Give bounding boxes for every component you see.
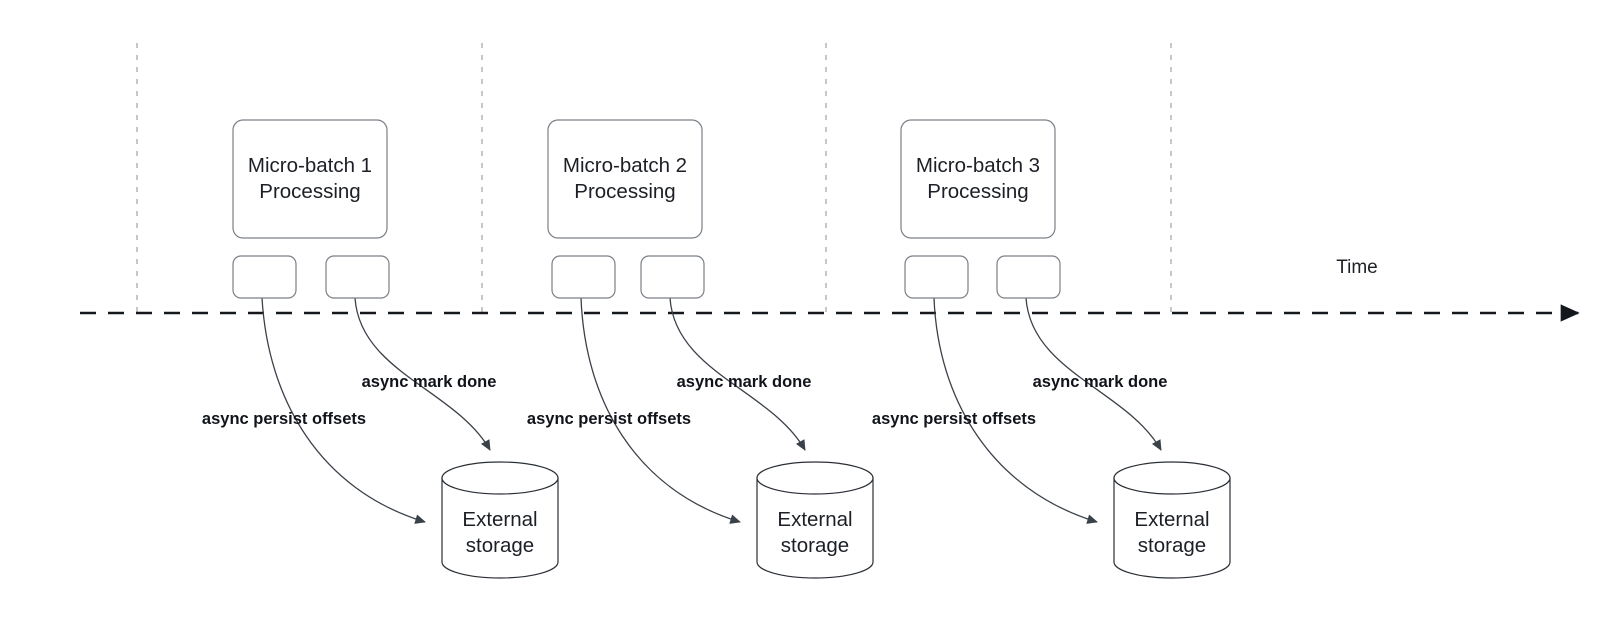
edge-group <box>261 297 1162 524</box>
microbatch-title-line1-2: Micro-batch 2 <box>563 154 687 177</box>
external-storage-1-label-line1: External <box>462 508 537 531</box>
external-storage-2-label-line2: storage <box>781 534 849 557</box>
persist-offsets-2-arrow <box>580 297 741 524</box>
microbatch-title-line2-2: Processing <box>574 180 675 203</box>
mark-done-3-label: async mark done <box>1033 373 1168 391</box>
external-storage-2-body[interactable] <box>756 477 874 579</box>
external-storage-3-body[interactable] <box>1113 477 1231 579</box>
persist-offsets-3-arrow <box>933 297 1098 524</box>
external-storage-2-top-ellipse <box>756 461 874 495</box>
task-box-1-2[interactable] <box>325 255 390 299</box>
external-storage-3-label-line2: storage <box>1138 534 1206 557</box>
task-box-3-1[interactable] <box>904 255 969 299</box>
mark-done-3-arrow <box>1025 297 1162 451</box>
microbatch-box-2[interactable] <box>547 119 703 239</box>
microbatch-title-line2-3: Processing <box>927 180 1028 203</box>
external-storage-2-label-line1: External <box>777 508 852 531</box>
time-axis-label: Time <box>1336 257 1378 278</box>
microbatch-title-line2-1: Processing <box>259 180 360 203</box>
external-storage-1-body[interactable] <box>441 477 559 579</box>
mark-done-1-label: async mark done <box>362 373 497 391</box>
timeline-tick-group <box>136 43 1172 318</box>
microbatch-title-line1-3: Micro-batch 3 <box>916 154 1040 177</box>
task-box-3-2[interactable] <box>996 255 1061 299</box>
microbatch-box-3[interactable] <box>900 119 1056 239</box>
microbatch-title-line1-1: Micro-batch 1 <box>248 154 372 177</box>
external-storage-3-top-ellipse <box>1113 461 1231 495</box>
external-storage-3-label-line1: External <box>1134 508 1209 531</box>
task-box-1-1[interactable] <box>232 255 297 299</box>
mark-done-1-arrow <box>354 297 491 451</box>
task-box-2-2[interactable] <box>640 255 705 299</box>
mark-done-2-label: async mark done <box>677 373 812 391</box>
microbatch-box-1[interactable] <box>232 119 388 239</box>
persist-offsets-1-label: async persist offsets <box>202 410 366 428</box>
external-storage-1-label-line2: storage <box>466 534 534 557</box>
external-storage-1-top-ellipse <box>441 461 559 495</box>
persist-offsets-3-label: async persist offsets <box>872 410 1036 428</box>
label-group: Time Micro-batch 1 Processing async persist… <box>202 154 1378 557</box>
persist-offsets-2-label: async persist offsets <box>527 410 691 428</box>
mark-done-2-arrow <box>669 297 806 451</box>
persist-offsets-1-arrow <box>261 297 426 524</box>
task-box-2-1[interactable] <box>551 255 616 299</box>
node-group <box>232 119 1231 579</box>
